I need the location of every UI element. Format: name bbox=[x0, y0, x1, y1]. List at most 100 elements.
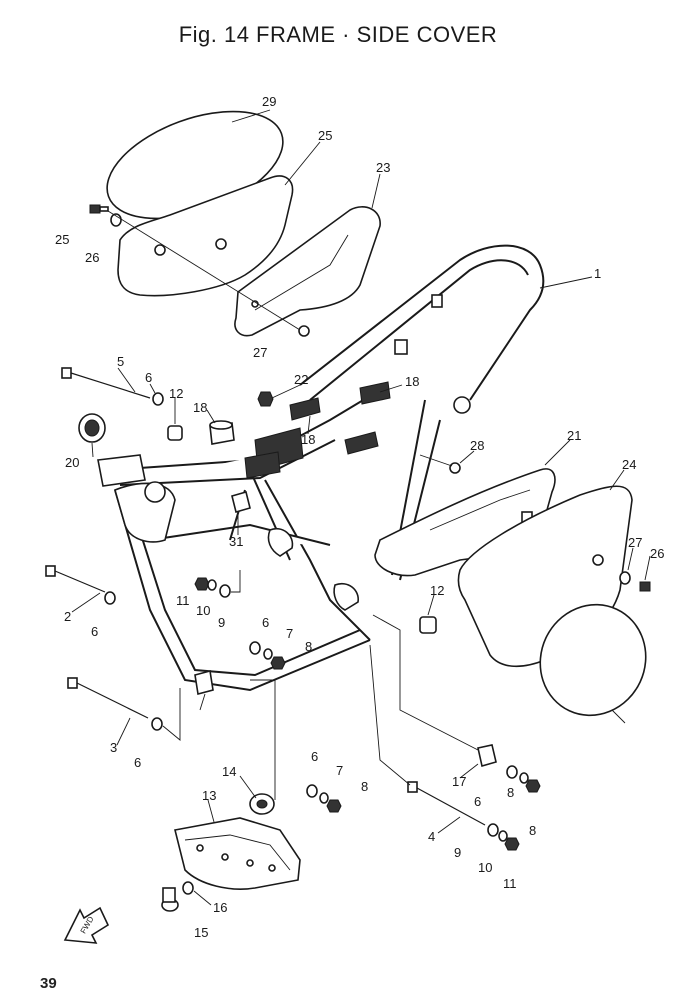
callout-6-bolt2: 6 bbox=[91, 624, 98, 639]
callout-8-lower: 8 bbox=[361, 779, 368, 794]
callout-9-right: 9 bbox=[454, 845, 461, 860]
callout-26-right: 27 bbox=[628, 535, 642, 550]
bolt-3 bbox=[67, 677, 149, 719]
callout-25-left: 25 bbox=[55, 232, 69, 247]
washer-27-left bbox=[298, 325, 310, 337]
callout-9-left: 9 bbox=[218, 615, 225, 630]
callout-24: 25 bbox=[318, 128, 332, 143]
rubber-damper-18-upper bbox=[289, 397, 321, 421]
washer-6-mid bbox=[249, 641, 261, 655]
washer-7-right bbox=[519, 772, 529, 784]
callout-labels: 29 25 23 25 26 27 1 5 6 12 22 18 18 18 2… bbox=[55, 94, 664, 940]
bolt-2 bbox=[45, 565, 106, 593]
washer-10-left bbox=[207, 579, 217, 591]
callout-3: 3 bbox=[110, 740, 117, 755]
callout-11-left: 11 bbox=[176, 593, 190, 608]
callout-10-right: 10 bbox=[478, 860, 492, 875]
washer-6-bolt3 bbox=[151, 717, 163, 731]
side-cover-left bbox=[117, 175, 294, 297]
callout-10-left: 10 bbox=[196, 603, 210, 618]
bracket-29-upper bbox=[231, 491, 251, 513]
callout-4: 4 bbox=[428, 829, 435, 844]
callout-7-lower: 7 bbox=[336, 763, 343, 778]
forward-arrow-icon: FWD bbox=[63, 906, 110, 944]
nut-8-right bbox=[525, 779, 541, 793]
nut-20 bbox=[257, 391, 274, 407]
callout-6-bolt3: 6 bbox=[134, 755, 141, 770]
bolt-5 bbox=[61, 367, 151, 399]
tank-mount-plate bbox=[244, 427, 304, 479]
washer-16 bbox=[182, 881, 194, 895]
callout-20: 22 bbox=[294, 372, 308, 387]
callout-8-right: 8 bbox=[529, 823, 536, 838]
callout-18-mid: 18 bbox=[301, 432, 315, 447]
page-number: 39 bbox=[40, 975, 57, 992]
callout-23: 24 bbox=[622, 457, 636, 472]
callout-12-right: 12 bbox=[430, 583, 444, 598]
callout-12-upper: 12 bbox=[169, 386, 183, 401]
callout-16: 16 bbox=[213, 900, 227, 915]
emblem-right bbox=[539, 603, 647, 717]
leader-lines bbox=[71, 109, 651, 906]
nut-11-left bbox=[194, 577, 210, 591]
main-frame bbox=[97, 244, 545, 692]
rubber-damper-18-right bbox=[344, 381, 391, 455]
collar-12-upper bbox=[167, 425, 183, 441]
washer-10-right bbox=[498, 830, 508, 842]
callout-7-right: 8 bbox=[507, 785, 514, 800]
callout-15: 15 bbox=[194, 925, 208, 940]
washer-6-lower bbox=[306, 784, 318, 798]
nut-8-mid bbox=[270, 656, 286, 670]
screw-25-right bbox=[639, 581, 651, 592]
callout-19: 20 bbox=[65, 455, 79, 470]
washer-27-right bbox=[449, 462, 461, 474]
skid-plate-13 bbox=[174, 817, 301, 890]
callout-14: 14 bbox=[222, 764, 236, 779]
bracket-17 bbox=[477, 744, 497, 768]
nut-11-right bbox=[504, 837, 520, 851]
callout-29-upper: 31 bbox=[229, 534, 243, 549]
washer-7-mid bbox=[263, 648, 273, 660]
rubber-damper-18-left bbox=[209, 420, 235, 445]
bolt-4 bbox=[407, 781, 486, 826]
steering-cap-19 bbox=[78, 413, 106, 443]
callout-11-right: 11 bbox=[503, 876, 517, 891]
bracket-29-lower bbox=[194, 669, 214, 696]
callout-26-left: 26 bbox=[85, 250, 99, 265]
side-cover-right-hole bbox=[592, 554, 604, 566]
callout-18-right: 18 bbox=[405, 374, 419, 389]
callout-27-left: 27 bbox=[253, 345, 267, 360]
callout-5: 5 bbox=[117, 354, 124, 369]
figure-title: Fig. 14 FRAME · SIDE COVER bbox=[178, 22, 498, 47]
callout-13: 13 bbox=[202, 788, 216, 803]
callout-6-mid: 6 bbox=[262, 615, 269, 630]
washer-9-right bbox=[487, 823, 499, 837]
callout-27-right: 28 bbox=[470, 438, 484, 453]
side-cover-left-hole-a bbox=[154, 244, 166, 256]
callout-8-mid: 8 bbox=[305, 639, 312, 654]
callout-2: 2 bbox=[64, 609, 71, 624]
callout-22: 23 bbox=[376, 160, 390, 175]
nut-8-lower bbox=[326, 799, 342, 813]
collar-12-right bbox=[419, 616, 437, 634]
callout-28: 29 bbox=[262, 94, 276, 109]
callout-1: 1 bbox=[594, 266, 601, 281]
side-cover-left-hole-b bbox=[215, 238, 227, 250]
washer-6-bolt5 bbox=[152, 392, 164, 406]
callout-6-right: 6 bbox=[474, 794, 481, 809]
screw-25-left bbox=[89, 204, 109, 214]
mount-14 bbox=[249, 793, 275, 815]
side-cover-bracket-left bbox=[234, 206, 381, 337]
callout-6-lower: 6 bbox=[311, 749, 318, 764]
washer-6-bolt2 bbox=[104, 591, 116, 605]
washer-26-right bbox=[619, 571, 631, 585]
callout-17: 17 bbox=[452, 774, 466, 789]
washer-6-right bbox=[506, 765, 518, 779]
callout-7-mid: 7 bbox=[286, 626, 293, 641]
callout-18-left: 18 bbox=[193, 400, 207, 415]
callout-21: 21 bbox=[567, 428, 581, 443]
callout-25-right: 26 bbox=[650, 546, 664, 561]
washer-9-left bbox=[219, 584, 231, 598]
